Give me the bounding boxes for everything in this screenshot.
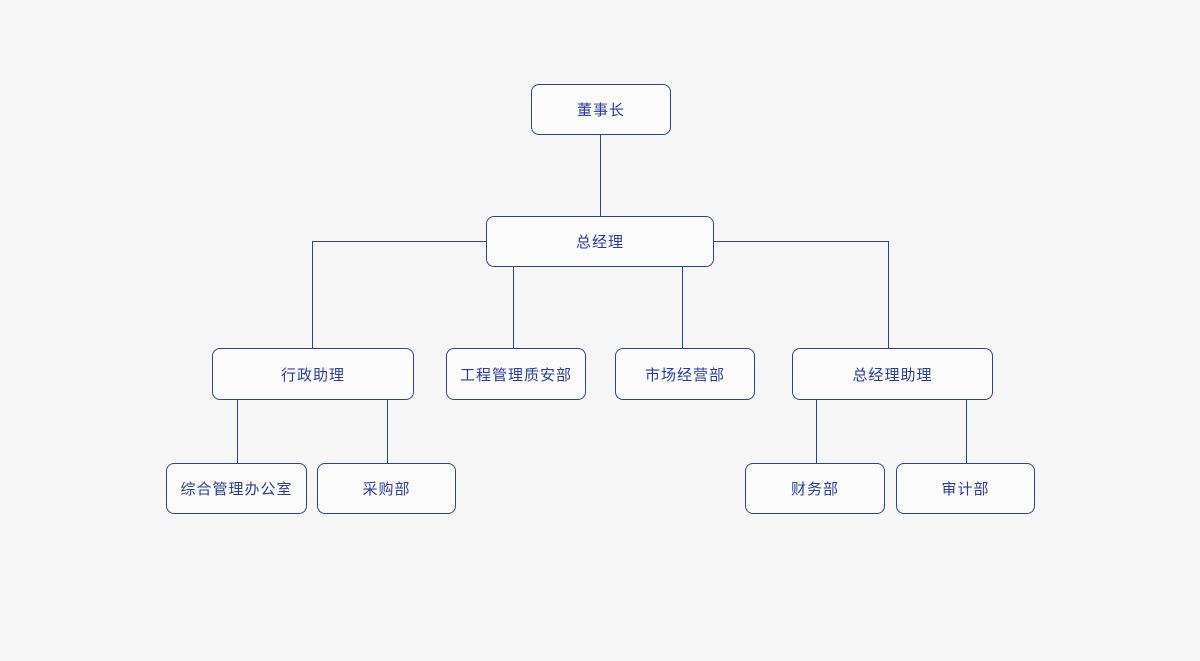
org-node-admin-assistant-label: 行政助理	[280, 365, 345, 384]
org-node-gm-assistant-label: 总经理助理	[852, 365, 933, 384]
org-node-audit[interactable]: 审计部	[896, 463, 1035, 514]
org-node-finance-label: 财务部	[790, 480, 839, 498]
org-node-market-operations-label: 市场经营部	[644, 365, 725, 384]
connector-gm-admin	[312, 241, 486, 348]
org-node-chairman[interactable]: 董事长	[531, 84, 671, 135]
org-node-general-office-label: 综合管理办公室	[180, 480, 293, 498]
org-node-admin-assistant[interactable]: 行政助理	[212, 348, 414, 400]
org-node-general-manager[interactable]: 总经理	[486, 216, 714, 267]
org-node-general-office[interactable]: 综合管理办公室	[166, 463, 307, 514]
org-node-finance[interactable]: 财务部	[745, 463, 885, 514]
org-node-eng-quality-safety-label: 工程管理质安部	[459, 365, 572, 384]
org-node-eng-quality-safety[interactable]: 工程管理质安部	[446, 348, 586, 400]
org-node-procurement[interactable]: 采购部	[317, 463, 456, 514]
org-node-chairman-label: 董事长	[576, 101, 625, 119]
org-node-general-manager-label: 总经理	[575, 233, 624, 251]
org-node-gm-assistant[interactable]: 总经理助理	[792, 348, 993, 400]
org-node-market-operations[interactable]: 市场经营部	[615, 348, 755, 400]
org-node-audit-label: 审计部	[941, 480, 990, 498]
org-node-procurement-label: 采购部	[362, 480, 411, 498]
connector-gm-gma	[714, 241, 889, 348]
